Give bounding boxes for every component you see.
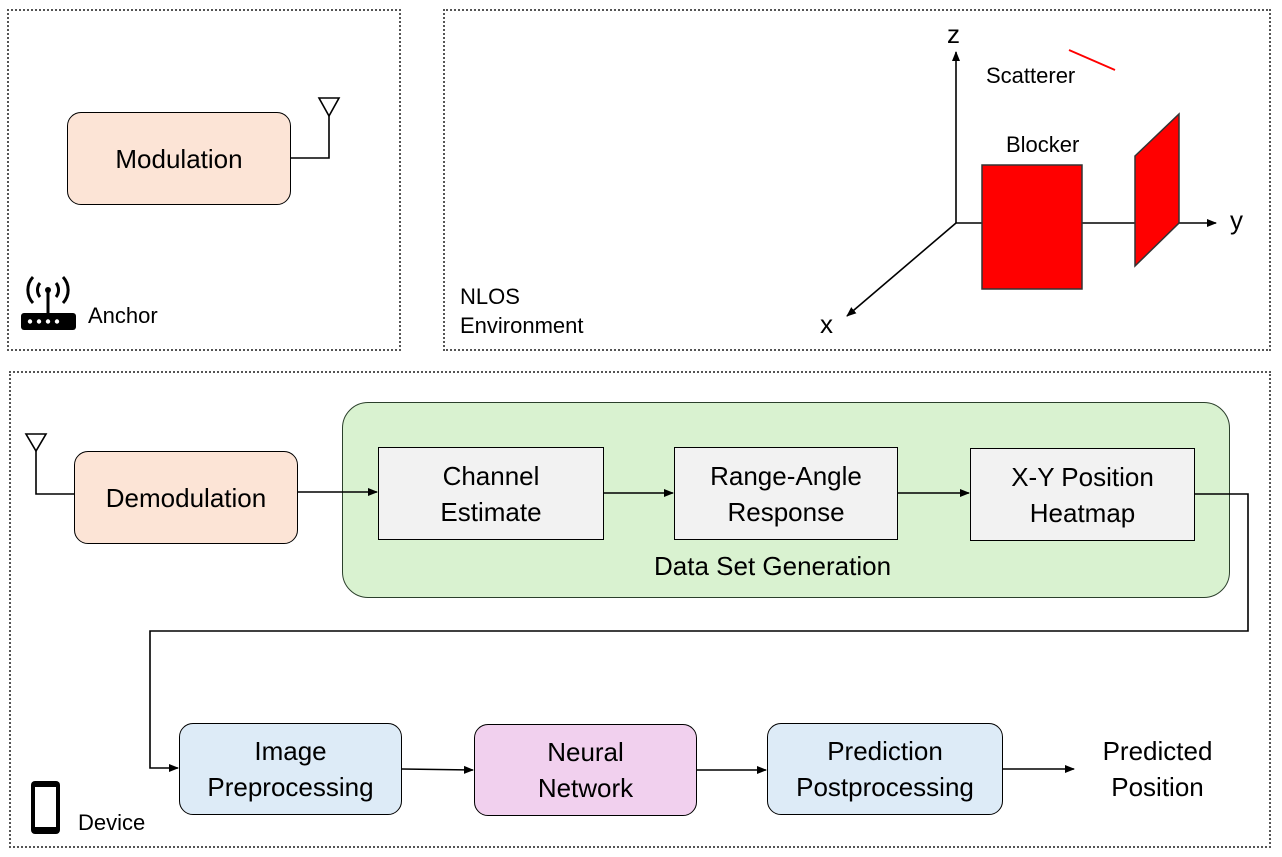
modulation-label: Modulation bbox=[115, 143, 243, 174]
device-panel bbox=[9, 371, 1271, 848]
image-preprocessing-line1: Image bbox=[254, 736, 327, 766]
range-angle-line2: Response bbox=[727, 496, 845, 527]
xy-position-heatmap-block: X-Y Position Heatmap bbox=[970, 448, 1195, 541]
axis-y-label: y bbox=[1230, 205, 1243, 235]
prediction-postprocessing-block: Prediction Postprocessing bbox=[767, 723, 1003, 815]
xy-heatmap-line2: Heatmap bbox=[1029, 497, 1136, 528]
nlos-caption-line2: Environment bbox=[460, 313, 584, 338]
channel-estimate-line2: Estimate bbox=[440, 496, 542, 527]
neural-network-line1: Neural bbox=[547, 737, 624, 767]
channel-estimate-line1: Channel bbox=[442, 460, 540, 491]
modulation-block: Modulation bbox=[67, 112, 291, 205]
blocker-shape bbox=[981, 164, 1083, 290]
neural-network-line2: Network bbox=[537, 773, 634, 803]
prediction-postprocessing-line2: Postprocessing bbox=[796, 772, 974, 802]
demodulation-label: Demodulation bbox=[105, 482, 267, 513]
device-caption: Device bbox=[78, 810, 146, 835]
nlos-environment-panel bbox=[443, 9, 1271, 351]
predicted-position-line2: Position bbox=[1111, 772, 1204, 802]
axis-z-label: z bbox=[947, 19, 960, 49]
prediction-postprocessing-line1: Prediction bbox=[827, 736, 943, 766]
phone-icon bbox=[31, 781, 60, 834]
blocker-label: Blocker bbox=[1006, 132, 1080, 157]
anchor-panel bbox=[7, 9, 401, 351]
scatterer-label: Scatterer bbox=[986, 63, 1076, 88]
predicted-position-line1: Predicted bbox=[1102, 736, 1213, 766]
image-preprocessing-block: Image Preprocessing bbox=[179, 723, 402, 815]
scatterer-shape bbox=[1068, 49, 1116, 71]
image-preprocessing-line2: Preprocessing bbox=[207, 772, 374, 802]
flow-arrows bbox=[149, 488, 1249, 774]
anchor-caption: Anchor bbox=[88, 303, 158, 328]
range-angle-line1: Range-Angle bbox=[710, 460, 862, 491]
range-angle-response-block: Range-Angle Response bbox=[674, 447, 898, 540]
predicted-position-output: Predicted Position bbox=[1080, 733, 1235, 805]
antenna-icon bbox=[24, 433, 74, 495]
demodulation-block: Demodulation bbox=[74, 451, 298, 544]
nlos-caption-line1: NLOS bbox=[460, 284, 520, 309]
reflector-wall-shape bbox=[1134, 112, 1180, 268]
neural-network-block: Neural Network bbox=[474, 724, 697, 816]
data-set-generation-label: Data Set Generation bbox=[654, 551, 892, 581]
axis-x-label: x bbox=[820, 309, 833, 339]
channel-estimate-block: Channel Estimate bbox=[378, 447, 604, 540]
xy-heatmap-line1: X-Y Position bbox=[1011, 461, 1154, 492]
antenna-icon bbox=[291, 97, 341, 159]
router-icon bbox=[21, 275, 76, 330]
